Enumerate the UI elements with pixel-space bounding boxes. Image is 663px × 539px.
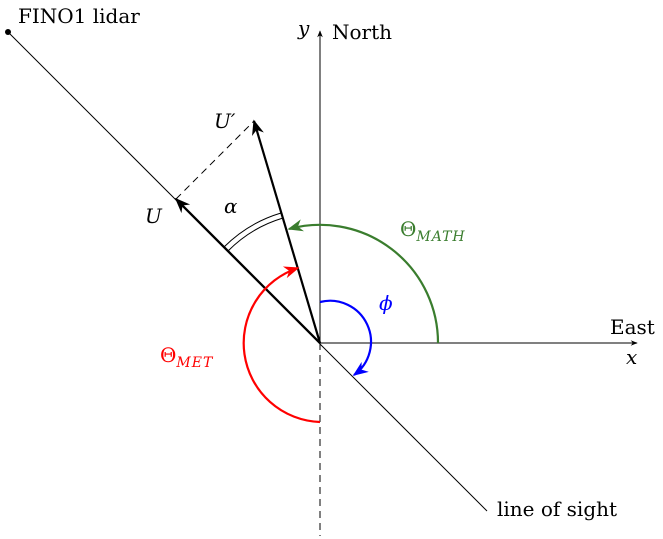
theta-met-label: ΘMET <box>160 343 214 371</box>
y-axis-label: y <box>297 16 310 40</box>
theta-math-label: ΘMATH <box>400 217 466 245</box>
east-label: East <box>610 315 655 339</box>
alpha-arc-outer <box>223 212 282 248</box>
phi-label: ϕ <box>379 291 393 315</box>
u-prime-vector <box>252 119 322 344</box>
north-label: North <box>332 20 392 44</box>
alpha-arc-inner <box>227 217 284 252</box>
phi-arc <box>319 299 373 376</box>
lidar-label: FINO1 lidar <box>18 4 140 28</box>
u-vector <box>174 197 321 344</box>
u-prime-label: U′ <box>214 109 236 133</box>
lidar-point <box>5 29 11 35</box>
u-label: U <box>145 204 163 228</box>
x-axis-label: x <box>626 345 637 369</box>
projection-dashed-line <box>175 120 255 200</box>
line-of-sight-label: line of sight <box>497 497 617 521</box>
theta-met-arc <box>242 266 321 424</box>
alpha-label: α <box>224 194 238 218</box>
theta-math-arc <box>287 219 440 344</box>
